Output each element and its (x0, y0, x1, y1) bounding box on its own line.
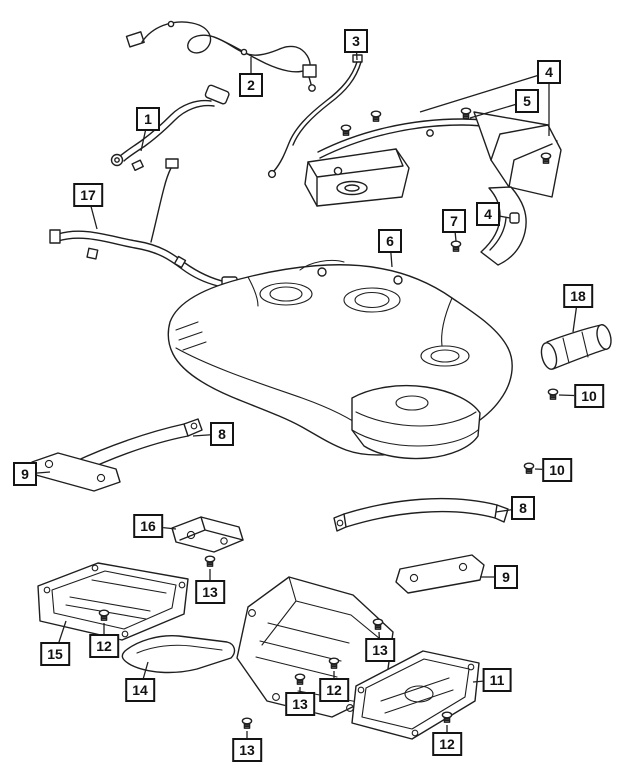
part-callout-3[interactable]: 3 (344, 29, 368, 53)
skid-plate-left-art (37, 562, 189, 641)
tank-straps-art (31, 418, 509, 594)
skid-plate-center-art (236, 576, 394, 718)
part-callout-9a[interactable]: 9 (13, 462, 37, 486)
fuel-hose-art (110, 84, 230, 172)
part-callout-10a[interactable]: 10 (574, 384, 604, 408)
part-callout-17[interactable]: 17 (73, 183, 103, 207)
part-callout-13a[interactable]: 13 (195, 580, 225, 604)
part-callout-13c[interactable]: 13 (365, 638, 395, 662)
fuel-tank-art (167, 259, 513, 460)
part-callout-4a[interactable]: 4 (537, 60, 561, 84)
wiring-harness-art (125, 20, 317, 92)
part-callout-10b[interactable]: 10 (542, 458, 572, 482)
part-callout-8b[interactable]: 8 (511, 496, 535, 520)
part-callout-18[interactable]: 18 (563, 284, 593, 308)
part-callout-13d[interactable]: 13 (232, 738, 262, 762)
mounting-bracket-art (171, 516, 244, 553)
part-callout-5[interactable]: 5 (515, 89, 539, 113)
part-callout-8a[interactable]: 8 (210, 422, 234, 446)
part-callout-4b[interactable]: 4 (476, 202, 500, 226)
part-callout-6[interactable]: 6 (378, 229, 402, 253)
part-callout-11[interactable]: 11 (482, 668, 512, 692)
part-callout-1[interactable]: 1 (136, 107, 160, 131)
part-callout-12a[interactable]: 12 (89, 634, 119, 658)
part-callout-9b[interactable]: 9 (494, 565, 518, 589)
part-callout-12b[interactable]: 12 (319, 678, 349, 702)
retainer-clip-art (509, 212, 520, 224)
lines-assembly-art (304, 111, 562, 266)
shield-bracket-art (121, 634, 236, 674)
filler-hose-art (540, 324, 612, 370)
vent-hose-art (49, 158, 238, 289)
part-callout-7[interactable]: 7 (442, 209, 466, 233)
part-callout-14[interactable]: 14 (125, 678, 155, 702)
part-callout-2[interactable]: 2 (239, 73, 263, 97)
part-callout-13b[interactable]: 13 (285, 692, 315, 716)
part-callout-16[interactable]: 16 (133, 514, 163, 538)
part-callout-15[interactable]: 15 (40, 642, 70, 666)
part-callout-12c[interactable]: 12 (432, 732, 462, 756)
